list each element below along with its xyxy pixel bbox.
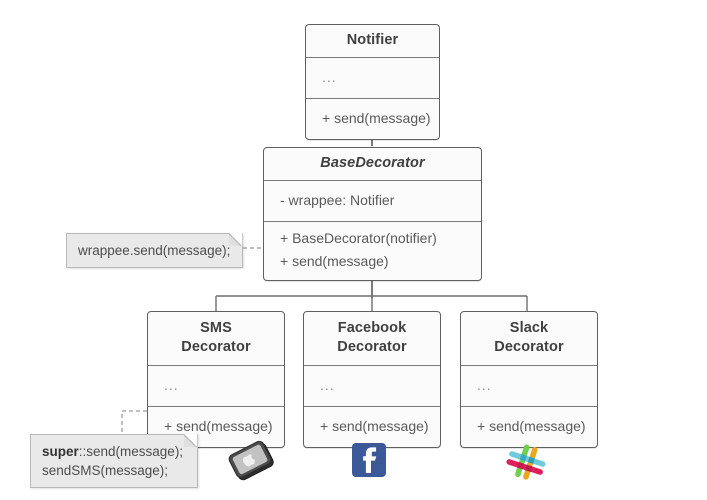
class-title-line1: Slack xyxy=(509,320,549,336)
class-title-facebook-decorator: Facebook Decorator xyxy=(304,312,440,365)
class-methods-notifier: + send(message) xyxy=(306,98,439,139)
class-title-notifier: Notifier xyxy=(346,32,399,48)
method-row: + send(message) xyxy=(164,418,273,434)
method-row: + send(message) xyxy=(477,418,586,434)
note-link-sms xyxy=(121,410,147,443)
class-attributes-sms-decorator: ... xyxy=(148,365,284,406)
class-box-slack-decorator[interactable]: Slack Decorator ... + send(message) xyxy=(460,311,598,448)
attribute-row: ... xyxy=(320,377,335,393)
class-box-facebook-decorator[interactable]: Facebook Decorator ... + send(message) xyxy=(303,311,441,448)
note-line-1: super::send(message); xyxy=(42,442,187,461)
note-wrappee-send[interactable]: wrappee.send(message); xyxy=(66,233,243,268)
note-keyword-super: super xyxy=(42,444,79,459)
method-row: + send(message) xyxy=(280,253,389,269)
method-row: + send(message) xyxy=(322,110,431,126)
class-title-line2: Decorator xyxy=(494,339,564,355)
note-fold-icon xyxy=(229,233,243,246)
class-methods-slack-decorator: + send(message) xyxy=(461,406,597,447)
attribute-row: ... xyxy=(164,377,179,393)
class-title-line2: Decorator xyxy=(337,339,407,355)
class-title-line2: Decorator xyxy=(181,339,251,355)
class-box-base-decorator[interactable]: BaseDecorator - wrappee: Notifier + Base… xyxy=(263,147,482,281)
class-methods-base-decorator: + BaseDecorator(notifier) + send(message… xyxy=(264,221,481,280)
attribute-row: ... xyxy=(322,69,337,85)
class-attributes-facebook-decorator: ... xyxy=(304,365,440,406)
class-title-sms-decorator: SMS Decorator xyxy=(148,312,284,365)
class-attributes-notifier: ... xyxy=(306,57,439,98)
class-title-line1: Facebook xyxy=(337,320,407,336)
facebook-icon xyxy=(348,440,390,484)
note-line-1-rest: ::send(message); xyxy=(78,444,184,459)
note-line: wrappee.send(message); xyxy=(78,243,231,258)
note-sms-send[interactable]: super::send(message); sendSMS(message); xyxy=(30,434,198,488)
attribute-row: ... xyxy=(477,377,492,393)
attribute-row: - wrappee: Notifier xyxy=(280,192,395,208)
method-row: + send(message) xyxy=(320,418,429,434)
phone-icon xyxy=(222,440,284,486)
note-line-2: sendSMS(message); xyxy=(42,463,169,478)
class-title-line1: SMS xyxy=(200,320,232,336)
class-attributes-base-decorator: - wrappee: Notifier xyxy=(264,180,481,221)
class-title-slack-decorator: Slack Decorator xyxy=(461,312,597,365)
class-title-base-decorator: BaseDecorator xyxy=(320,155,425,171)
class-box-sms-decorator[interactable]: SMS Decorator ... + send(message) xyxy=(147,311,285,448)
class-attributes-slack-decorator: ... xyxy=(461,365,597,406)
class-box-notifier[interactable]: Notifier ... + send(message) xyxy=(305,24,440,140)
class-methods-facebook-decorator: + send(message) xyxy=(304,406,440,447)
class-methods-sms-decorator: + send(message) xyxy=(148,406,284,447)
slack-icon xyxy=(502,440,550,486)
method-row: + BaseDecorator(notifier) xyxy=(280,230,437,246)
note-fold-icon xyxy=(184,434,198,447)
